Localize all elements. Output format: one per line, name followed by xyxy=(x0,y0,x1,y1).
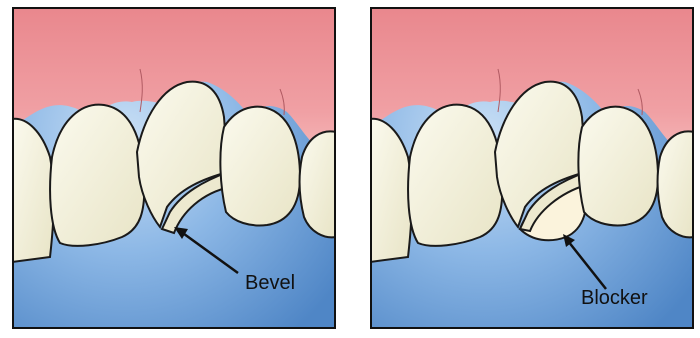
bevel-label: Bevel xyxy=(245,273,295,293)
bevel-panel: Bevel xyxy=(12,7,336,329)
tooth xyxy=(300,131,336,237)
tooth xyxy=(578,107,658,226)
tooth xyxy=(408,105,502,246)
tooth xyxy=(658,131,694,237)
blocker-panel: Blocker xyxy=(370,7,694,329)
tooth xyxy=(50,105,144,246)
tooth xyxy=(220,107,300,226)
blocker-illustration xyxy=(370,7,694,329)
blocker-label: Blocker xyxy=(581,288,648,308)
